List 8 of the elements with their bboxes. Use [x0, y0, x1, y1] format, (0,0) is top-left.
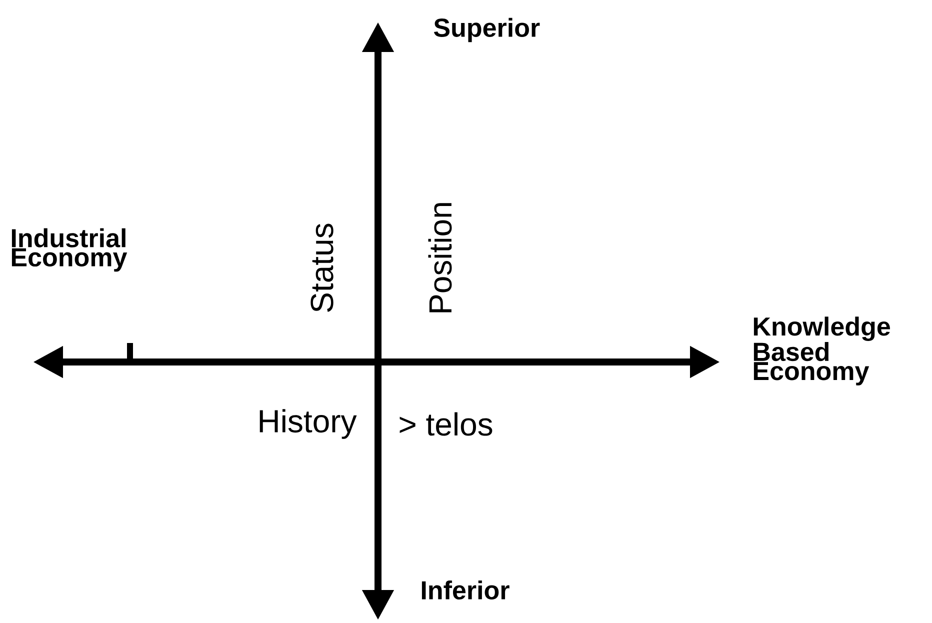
- axis-label: Superior: [434, 18, 540, 42]
- axis-label: > telos: [400, 412, 492, 436]
- axis-label: Position: [428, 203, 452, 312]
- axis-label: Inferior: [422, 580, 510, 600]
- axis-label: History: [260, 409, 357, 439]
- axis-label: Status: [310, 224, 334, 312]
- axis-label: Industrial Economy: [12, 228, 128, 272]
- axis-label: Knowledge Based Economy: [754, 316, 890, 386]
